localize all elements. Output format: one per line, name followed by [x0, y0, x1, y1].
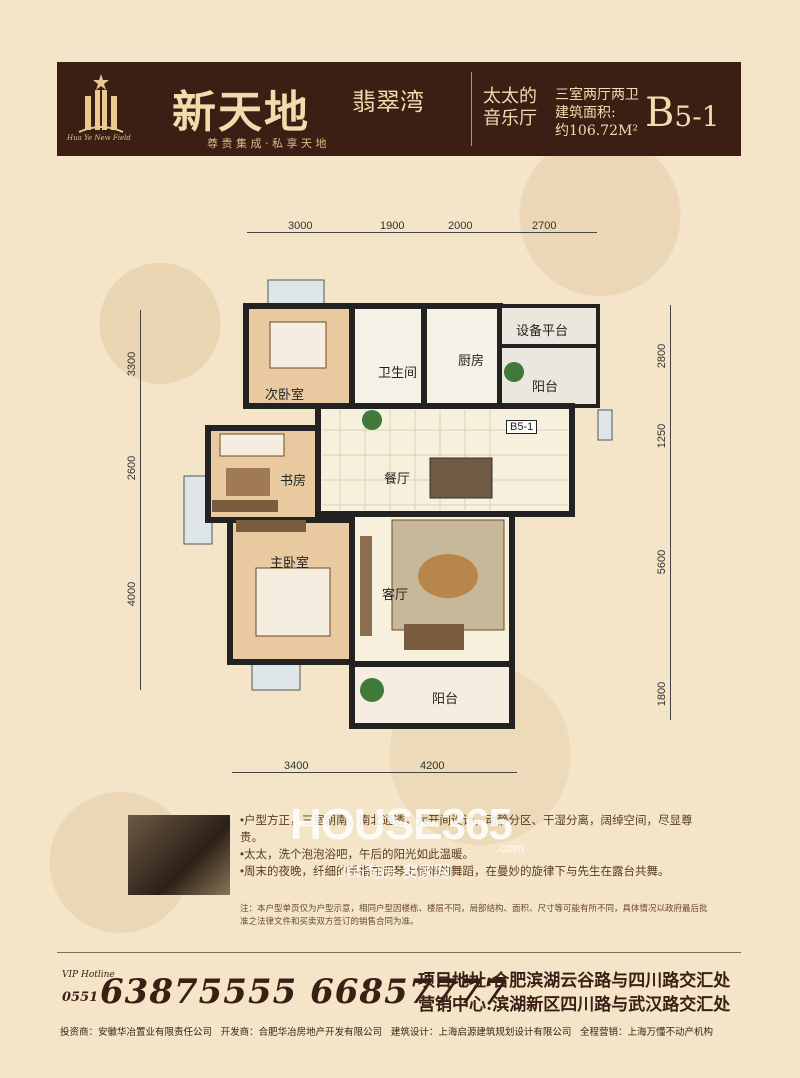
label-balcony-small: 阳台	[532, 379, 559, 394]
dim-line-right	[670, 305, 671, 720]
area-code: 0551	[62, 990, 99, 1005]
sub-brand: 翡翠湾	[352, 88, 424, 116]
dim-bottom-2: 4200	[420, 760, 445, 772]
area-value: 约106.72M²	[555, 123, 638, 139]
tower-logo-icon	[78, 74, 124, 133]
interior-photo	[128, 815, 230, 895]
header-divider	[471, 72, 472, 146]
layout-text: 三室两厅两卫	[555, 87, 639, 103]
watermark-logo: HOUSE365	[290, 800, 513, 849]
label-balcony-big: 阳台	[432, 691, 459, 706]
label-equipment-platform: 设备平台	[516, 323, 569, 338]
unit-tag: B5-1	[506, 420, 538, 434]
developer: 开发商：合肥华冶房地产开发有限公司	[220, 1027, 383, 1038]
label-bathroom: 卫生间	[378, 365, 418, 380]
label-kitchen: 厨房	[458, 353, 485, 368]
watermark-domain: .com	[496, 840, 525, 855]
investor: 投资商：安徽华冶置业有限责任公司	[60, 1027, 213, 1038]
unit-code: B5-1	[645, 90, 720, 136]
disclaimer-note: 注：本户型单页仅为户型示意，相同户型因楼栋、楼层不同，局部结构、面积、尺寸等可能…	[240, 903, 708, 926]
project-address: 项目地址:合肥滨湖云谷路与四川路交汇处	[418, 971, 731, 991]
label-master-bedroom: 主卧室	[270, 555, 310, 570]
brand-name: 新天地	[172, 87, 310, 138]
dim-top-4: 2700	[532, 220, 557, 232]
slogan: 尊 贵 集 成 · 私 享 天 地	[207, 137, 327, 150]
theme-line1: 太太的	[483, 86, 537, 107]
vip-hotline-label: VIP Hotline	[62, 970, 115, 980]
bullet-2: •太太，洗个泡泡浴吧，午后的阳光如此温暖。	[240, 849, 475, 861]
label-secondary-bedroom: 次卧室	[265, 387, 305, 402]
header-banner: Hua Ye New Field 新天地 翡翠湾 尊 贵 集 成 · 私 享 天…	[57, 62, 741, 156]
watermark-sub: 365淘房·安家网	[338, 864, 451, 881]
dim-line-top	[247, 232, 597, 233]
logo-caption: Hua Ye New Field	[67, 134, 131, 142]
dim-bottom-1: 3400	[284, 760, 309, 772]
agent: 全程营销：上海万懂不动产机构	[579, 1027, 713, 1038]
dim-line-bottom	[232, 772, 517, 773]
area-label: 建筑面积:	[555, 105, 616, 121]
bullet-1: •户型方正，三室朝南，南北通透，大开间设计，动静分区、干湿分离，阔绰空间，尽显尊…	[240, 815, 693, 844]
footer-divider	[57, 952, 741, 953]
designer: 建筑设计：上海启源建筑规划设计有限公司	[390, 1027, 572, 1038]
bullet-3: •周末的夜晚，纤细的手指在钢琴上悄悄的舞蹈，在曼妙的旋律下与先生在露台共舞。	[240, 866, 670, 878]
sales-address: 营销中心:滨湖新区四川路与武汉路交汇处	[418, 995, 731, 1015]
label-study: 书房	[280, 473, 307, 488]
phone-numbers: 63875555 66857777	[100, 972, 508, 1012]
dim-line-left	[140, 310, 141, 690]
dim-top-3: 2000	[448, 220, 473, 232]
theme-line2: 音乐厅	[483, 108, 537, 129]
feature-bullets: •户型方正，三室朝南，南北通透，大开间设计，动静分区、干湿分离，阔绰空间，尽显尊…	[240, 813, 710, 881]
label-dining: 餐厅	[384, 471, 411, 486]
credits-line: 投资商：安徽华冶置业有限责任公司 开发商：合肥华冶房地产开发有限公司 建筑设计：…	[60, 1024, 719, 1038]
dim-top-1: 3000	[288, 220, 313, 232]
label-living: 客厅	[382, 587, 409, 602]
dim-top-2: 1900	[380, 220, 405, 232]
